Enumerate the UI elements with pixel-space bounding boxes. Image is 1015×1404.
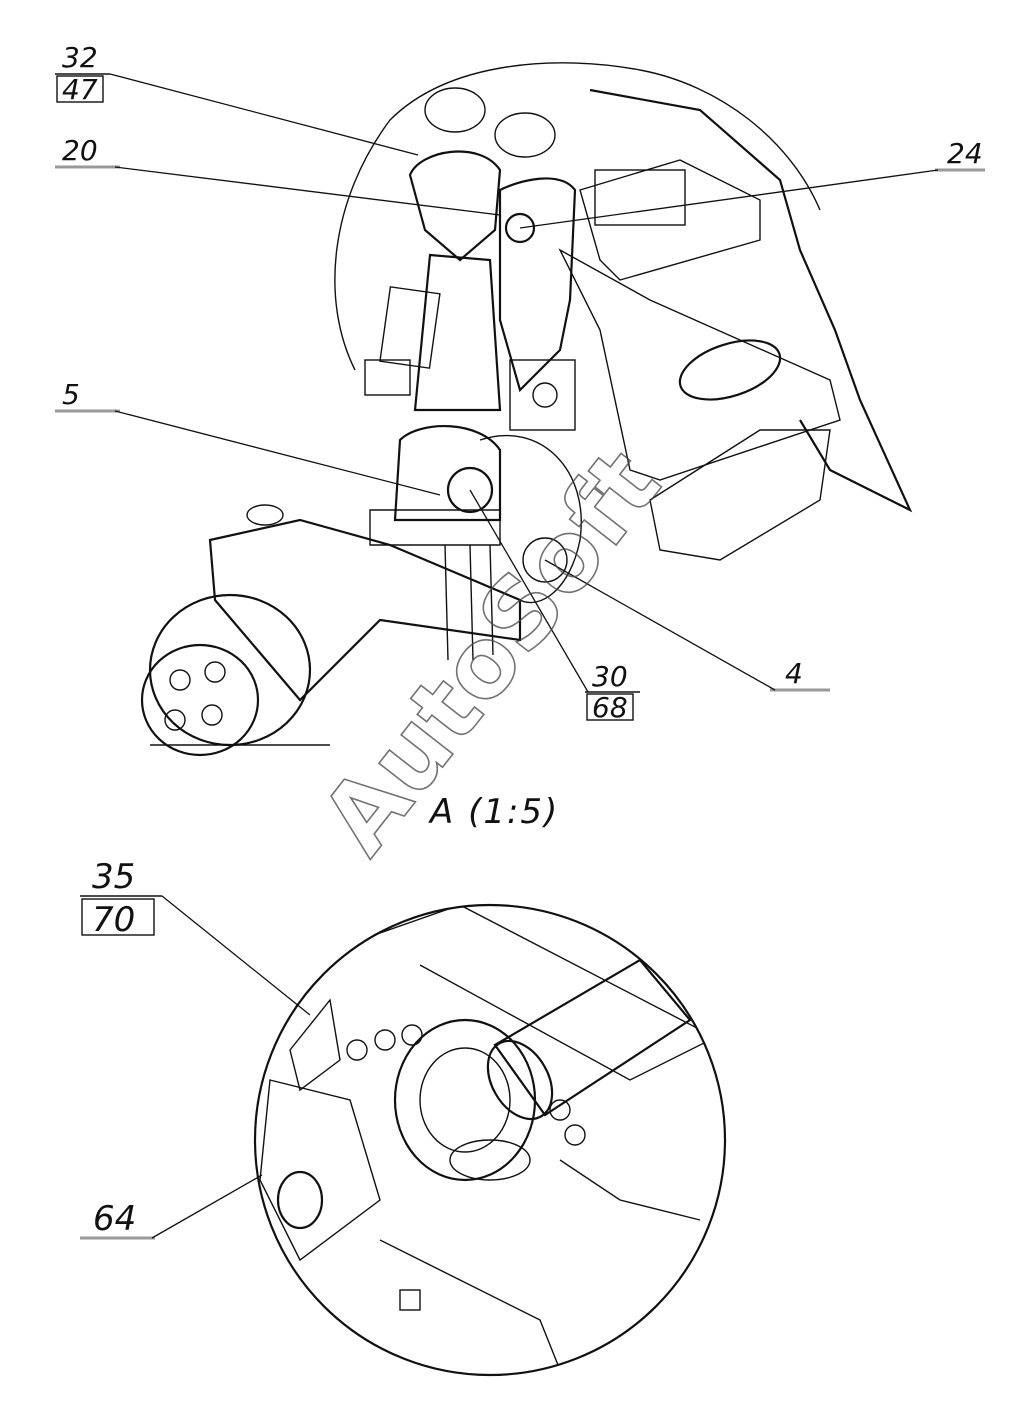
detail-bracket	[289, 998, 341, 1092]
lower-joint	[393, 425, 502, 522]
upper-joint	[408, 150, 502, 262]
callout-frame	[586, 693, 634, 721]
callout-frame	[56, 75, 104, 103]
detail-lower-plate	[379, 1239, 561, 1371]
hub-hole-3	[164, 709, 186, 731]
suspension-strut	[413, 253, 502, 412]
detail-view-a	[253, 903, 727, 1377]
gear-ring	[479, 434, 582, 604]
leader-line	[151, 1174, 263, 1239]
callout-5: 5	[55, 378, 441, 496]
detail-nut	[399, 1289, 421, 1311]
bolt-5	[564, 1124, 586, 1146]
callout-number: 20	[62, 134, 98, 167]
gear-hub	[522, 537, 568, 583]
callout-sub-number: 47	[62, 73, 98, 106]
upper-bracket	[498, 177, 577, 393]
hose-line	[559, 1159, 701, 1221]
rear-housing	[649, 429, 831, 561]
filler-cap	[246, 504, 284, 526]
main-assembly-view	[140, 62, 913, 757]
detail-view-title: А (1:5)	[428, 792, 559, 832]
flange-outer	[393, 1018, 537, 1182]
axle-housing	[208, 518, 522, 702]
hub-hole-1	[169, 669, 191, 691]
frame-side-plate	[558, 248, 841, 481]
axle-mount-plate	[369, 509, 501, 546]
callout-number: 24	[947, 137, 983, 170]
leader-line	[114, 166, 501, 216]
detail-shaft	[493, 958, 692, 1117]
leader-line	[544, 559, 776, 691]
callout-24: 24	[519, 137, 985, 229]
callout-number: 64	[93, 1199, 136, 1239]
bolt-2	[374, 1029, 396, 1051]
valve-bracket	[364, 359, 411, 396]
callout-number: 30	[592, 660, 628, 693]
bolt-3	[401, 1024, 423, 1046]
frame-oval-hole	[678, 339, 782, 401]
flange-bore	[449, 1139, 531, 1181]
detail-housing	[259, 1079, 381, 1262]
leader-line	[109, 73, 419, 156]
detail-beam-edge	[419, 964, 725, 1081]
callout-sub-number: 68	[592, 691, 628, 724]
frame-top-block	[579, 159, 761, 281]
callout-number: 4	[785, 657, 803, 690]
callout-number: 5	[62, 378, 80, 411]
detail-circle	[253, 903, 727, 1377]
u-bolt-3	[489, 544, 494, 656]
callout-frame	[81, 898, 155, 936]
shaft-end	[486, 1039, 554, 1121]
leader-line	[114, 410, 441, 496]
callout-32-47: 32 47	[55, 41, 419, 156]
lower-pivot	[446, 466, 494, 514]
callout-30-68: 30 68	[469, 489, 640, 724]
detail-beam-top	[359, 905, 721, 1041]
flange-inner	[419, 1047, 511, 1153]
bolt-4	[549, 1099, 571, 1121]
mount-block	[594, 169, 686, 226]
hub-hole-2	[204, 661, 226, 683]
u-bolt-1	[444, 544, 449, 661]
pivot-pin	[504, 212, 536, 244]
u-bolt-2	[469, 544, 474, 661]
port-fitting	[276, 1170, 324, 1230]
callout-sub-number: 70	[92, 900, 135, 940]
side-plate-hole	[532, 382, 558, 408]
side-plate	[509, 359, 576, 431]
callout-number: 32	[62, 41, 98, 74]
callout-number: 35	[92, 857, 135, 897]
leader-line	[161, 895, 311, 1016]
cylinder-top-right	[494, 112, 556, 158]
callout-35-70: 35 70	[80, 857, 311, 1016]
cylinder-top-left	[424, 87, 486, 133]
callout-20: 20	[55, 134, 501, 216]
frame-outline	[589, 88, 913, 513]
callout-64: 64	[80, 1174, 263, 1240]
hub-hole-4	[201, 704, 223, 726]
leader-line	[519, 169, 939, 229]
callout-4: 4	[544, 559, 830, 692]
valve-unit	[379, 286, 441, 369]
detail-contents	[259, 905, 725, 1371]
detail-circle-outline	[334, 62, 821, 371]
leader-line	[469, 489, 589, 693]
wheel-hub-inner	[140, 643, 260, 757]
bolt-1	[346, 1039, 368, 1061]
